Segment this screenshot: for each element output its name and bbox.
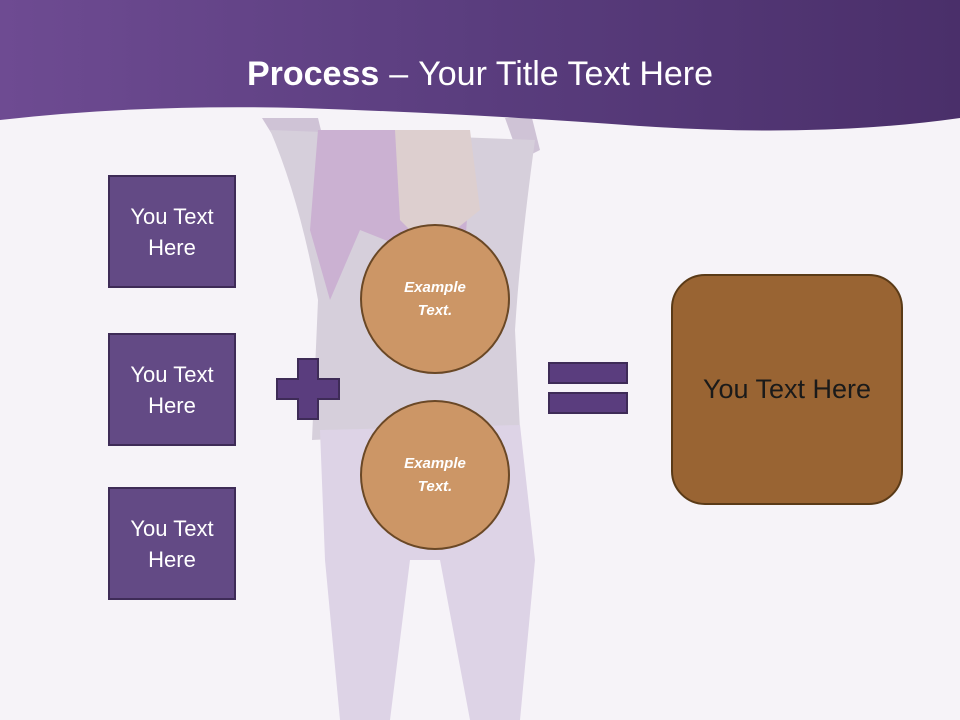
input-box-3: You Text Here [108, 487, 236, 600]
equals-icon [548, 362, 628, 414]
example-circle-2-label: Example Text. [404, 455, 466, 495]
input-box-2-label: You Text Here [130, 361, 214, 418]
slide-title: Process–Your Title Text Here [0, 50, 960, 98]
input-box-2: You Text Here [108, 333, 236, 446]
plus-icon [276, 358, 340, 420]
example-circle-1-label: Example Text. [404, 279, 466, 319]
example-circle-2: Example Text. [360, 400, 510, 550]
input-box-1-label: You Text Here [130, 203, 214, 260]
result-box-label: You Text Here [702, 374, 872, 404]
header-banner [0, 0, 960, 131]
example-circle-1: Example Text. [360, 224, 510, 374]
input-box-1: You Text Here [108, 175, 236, 288]
result-box: You Text Here [671, 274, 903, 505]
input-box-3-label: You Text Here [130, 515, 214, 572]
title-rest: Your Title Text Here [418, 55, 714, 93]
title-separator: – [389, 55, 409, 93]
title-bold: Process [246, 55, 380, 93]
